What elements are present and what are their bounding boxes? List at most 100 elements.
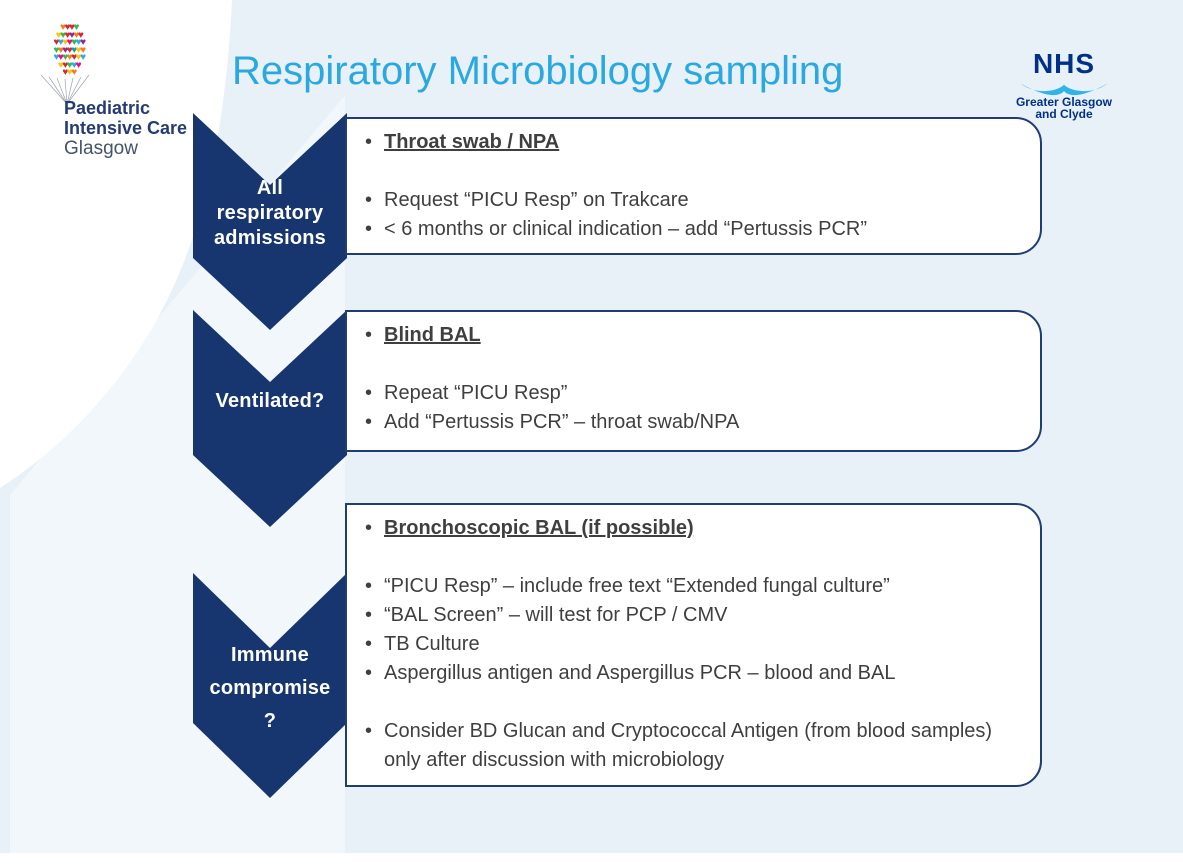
heart-icon: ♥	[53, 37, 59, 48]
heart-icon: ♥	[66, 52, 73, 63]
heart-icon: ♥	[71, 52, 77, 63]
box-heading: Throat swab / NPA	[384, 131, 560, 153]
list-item: • Aspergillus antigen and Aspergillus PC…	[363, 659, 1024, 688]
bullet-icon: •	[365, 189, 373, 211]
box-heading-row: • Blind BAL	[363, 321, 1024, 350]
heart-row: ♥♥♥♥♥♥♥	[36, 52, 102, 63]
box-heading-row: • Throat swab / NPA	[363, 128, 1024, 157]
list-item-text: Aspergillus antigen and Aspergillus PCR …	[384, 662, 896, 684]
bullet-icon: •	[365, 517, 373, 539]
list-item: • Consider BD Glucan and Cryptococcal An…	[363, 717, 1024, 775]
picu-logo-text: Paediatric Intensive Care Glasgow	[64, 98, 187, 159]
step-label-line: compromise	[209, 677, 331, 699]
picu-logo-line1: Paediatric	[64, 98, 151, 118]
heart-icon: ♥	[75, 44, 82, 56]
heart-row: ♥♥♥♥♥♥♥	[36, 44, 102, 56]
list-item-text: Request “PICU Resp” on Trakcare	[384, 189, 689, 211]
step-label: Immune compromise ?	[193, 639, 347, 738]
heart-icon: ♥	[75, 52, 82, 63]
heart-icon: ♥	[75, 37, 82, 48]
list-item: • “PICU Resp” – include free text “Exten…	[363, 572, 1024, 601]
heart-icon: ♥	[62, 67, 68, 78]
heart-icon: ♥	[53, 52, 59, 63]
list-item: • Repeat “PICU Resp”	[363, 379, 1024, 408]
step-label-line: admissions	[213, 227, 327, 249]
bullet-icon: •	[365, 720, 373, 742]
heart-row: ♥♥♥	[36, 67, 102, 78]
bullet-icon: •	[365, 575, 373, 597]
step-label-line: Ventilated?	[215, 390, 325, 412]
list-item: • TB Culture	[363, 630, 1024, 659]
box-heading-row: • Bronchoscopic BAL (if possible)	[363, 514, 1024, 543]
step-label-line: respiratory	[216, 202, 324, 224]
hearts-balloon-icon: ♥♥♥♥♥♥♥♥♥♥♥♥♥♥♥♥♥♥♥♥♥♥♥♥♥♥♥♥♥♥♥♥♥♥♥♥♥♥♥	[36, 22, 102, 78]
heart-icon: ♥	[53, 44, 59, 56]
list-item-text: Add “Pertussis PCR” – throat swab/NPA	[384, 411, 740, 433]
list-item: • < 6 months or clinical indication – ad…	[363, 215, 1024, 244]
heart-icon: ♥	[80, 37, 86, 48]
balloon-strings	[40, 74, 90, 105]
heart-icon: ♥	[62, 44, 68, 56]
heart-icon: ♥	[62, 59, 68, 71]
list-item: • “BAL Screen” – will test for PCP / CMV	[363, 601, 1024, 630]
heart-icon: ♥	[71, 59, 77, 71]
heart-icon: ♥	[66, 59, 73, 71]
nhs-logo: NHS Greater Glasgow and Clyde	[1008, 50, 1120, 120]
list-item: • Add “Pertussis PCR” – throat swab/NPA	[363, 408, 1024, 437]
list-item-text: “PICU Resp” – include free text “Extende…	[384, 575, 890, 597]
bullet-icon: •	[365, 324, 373, 346]
heart-icon: ♥	[71, 67, 77, 78]
list-item-text: < 6 months or clinical indication – add …	[384, 218, 867, 240]
nhs-region-line2: and Clyde	[1035, 106, 1093, 121]
spacer	[363, 543, 1024, 572]
heart-row: ♥♥♥♥♥♥♥	[36, 37, 102, 48]
heart-icon: ♥	[77, 29, 84, 41]
heart-icon: ♥	[60, 29, 66, 41]
nhs-region-line1: Greater Glasgow	[1015, 95, 1113, 109]
info-box-bronchoscopic-bal: • Bronchoscopic BAL (if possible) • “PIC…	[345, 503, 1042, 787]
heart-icon: ♥	[62, 52, 68, 63]
heart-icon: ♥	[60, 22, 66, 33]
slide-title: Respiratory Microbiology sampling	[232, 49, 844, 93]
box-heading: Bronchoscopic BAL (if possible)	[384, 517, 694, 539]
nhs-region-text: Greater Glasgow and Clyde	[1008, 95, 1120, 121]
step-label: All respiratory admissions	[193, 176, 347, 251]
heart-icon: ♥	[62, 37, 68, 48]
heart-icon: ♥	[64, 29, 71, 41]
list-item-text: TB Culture	[384, 633, 480, 655]
bullet-icon: •	[365, 411, 373, 433]
heart-icon: ♥	[75, 59, 82, 71]
heart-icon: ♥	[71, 44, 77, 56]
nhs-logo-text: NHS	[1032, 48, 1096, 79]
heart-icon: ♥	[71, 37, 77, 48]
heart-row: ♥♥♥♥♥♥	[36, 29, 102, 41]
heart-icon: ♥	[66, 37, 73, 48]
info-box-throat-swab-npa: • Throat swab / NPA • Request “PICU Resp…	[345, 117, 1042, 255]
heart-icon: ♥	[55, 29, 62, 41]
list-item-text: Repeat “PICU Resp”	[384, 382, 568, 404]
bullet-icon: •	[365, 382, 373, 404]
info-box-blind-bal: • Blind BAL • Repeat “PICU Resp” • Add “…	[345, 310, 1042, 452]
bullet-icon: •	[365, 131, 373, 153]
heart-icon: ♥	[80, 44, 86, 56]
heart-row: ♥♥♥♥	[36, 22, 102, 33]
heart-icon: ♥	[64, 22, 71, 33]
heart-icon: ♥	[57, 52, 64, 63]
step-label-line: All	[256, 177, 284, 199]
bullet-icon: •	[365, 662, 373, 684]
nhs-wave-icon	[1019, 83, 1109, 96]
step-label: Ventilated?	[193, 389, 347, 414]
heart-row: ♥♥♥♥♥	[36, 59, 102, 71]
list-item-text: Consider BD Glucan and Cryptococcal Anti…	[384, 720, 993, 771]
heart-icon: ♥	[57, 37, 64, 48]
heart-icon: ♥	[57, 59, 64, 71]
bullet-icon: •	[365, 218, 373, 240]
heart-icon: ♥	[73, 29, 79, 41]
picu-logo-line3: Glasgow	[64, 138, 138, 159]
step-label-line: Immune	[231, 644, 309, 666]
heart-icon: ♥	[80, 52, 86, 63]
step-label-line: ?	[263, 710, 277, 732]
heart-icon: ♥	[57, 44, 64, 56]
list-item-text: “BAL Screen” – will test for PCP / CMV	[384, 604, 728, 626]
